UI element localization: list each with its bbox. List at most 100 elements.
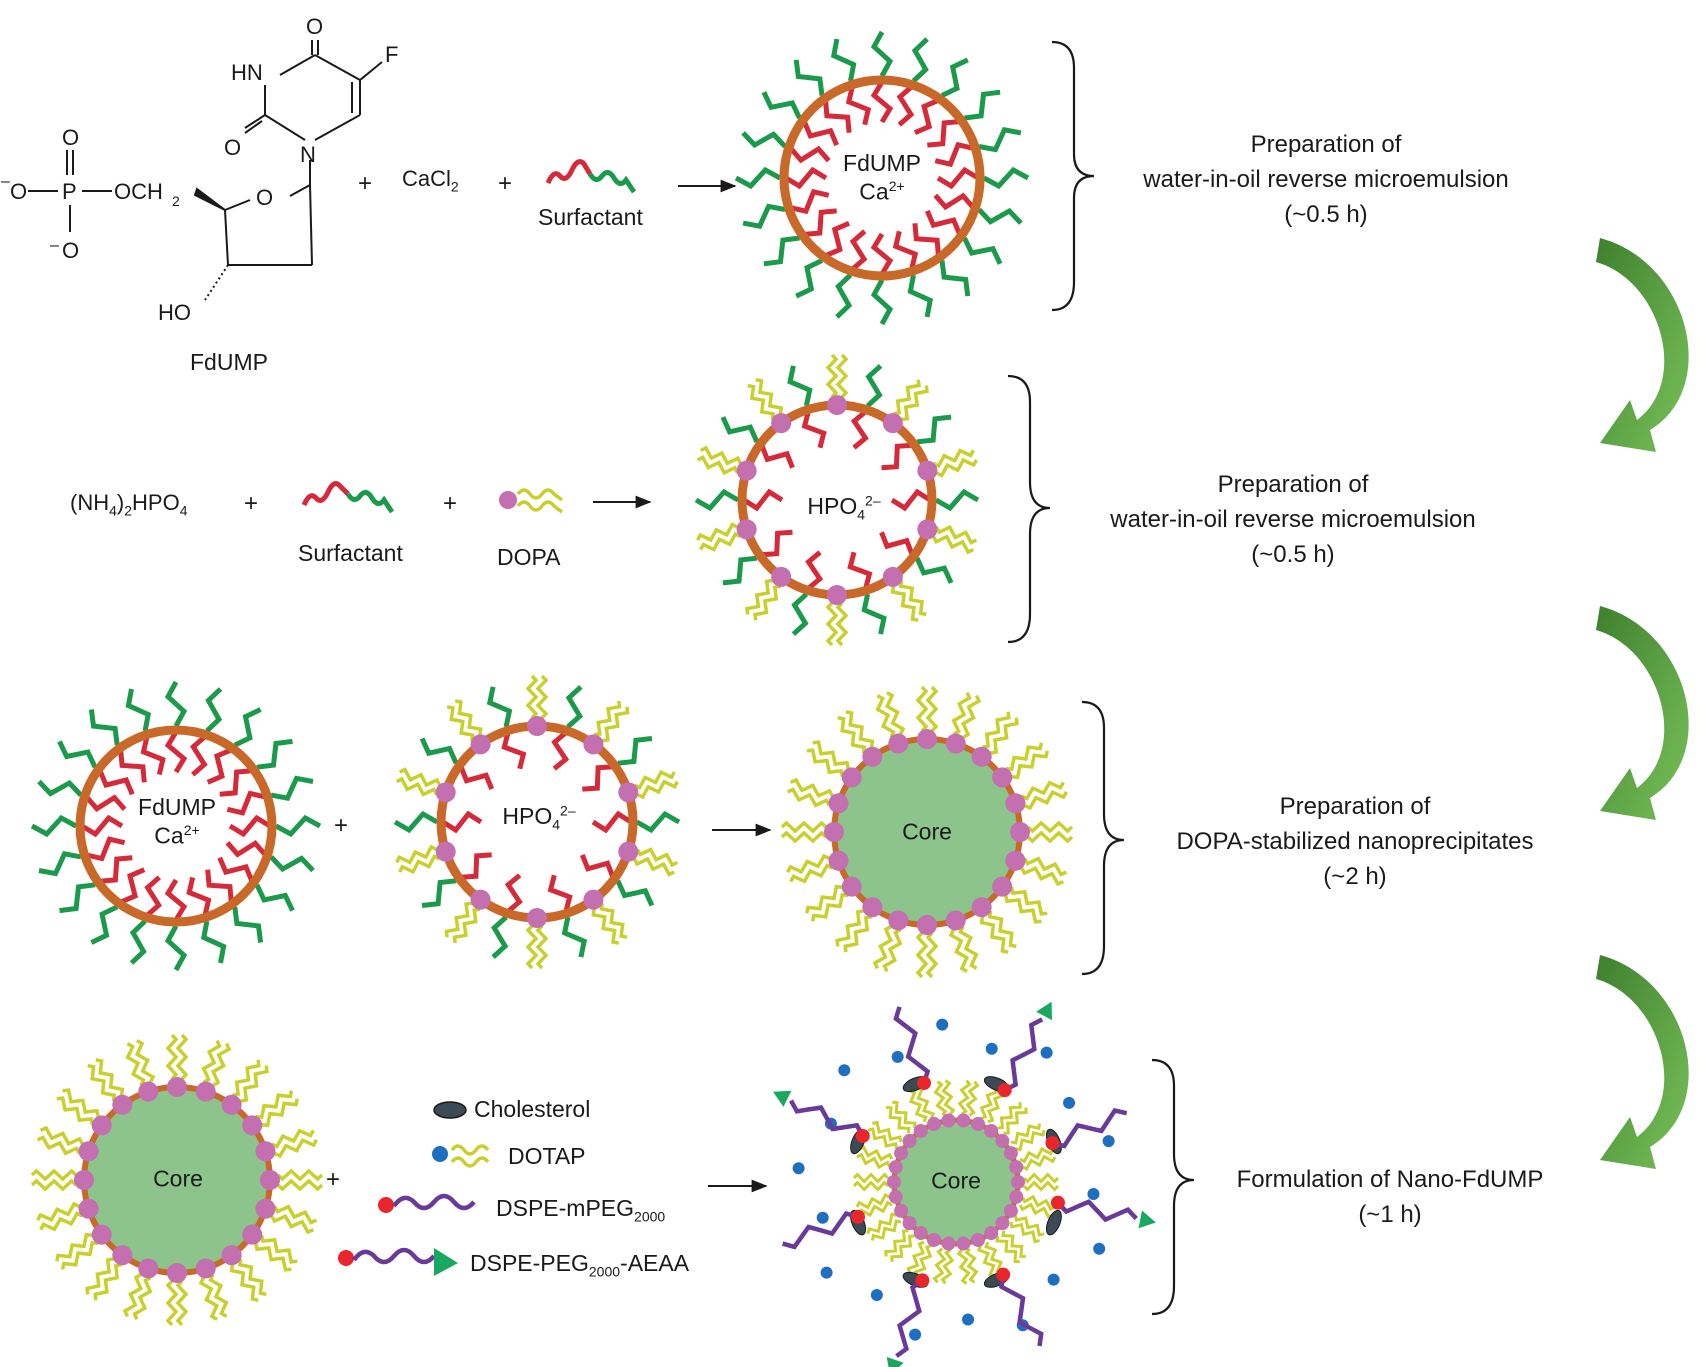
ca-label-row3: Ca2+ [138, 822, 216, 850]
dopa-tail [201, 1039, 222, 1084]
dotap-head [985, 1042, 998, 1055]
aeaa-ligand [773, 1090, 792, 1107]
surfactant-tail-inner [927, 119, 960, 148]
dopa-head [995, 1216, 1010, 1231]
step-2-description: Preparation of water-in-oil reverse micr… [1110, 468, 1475, 572]
dopa-tail [875, 694, 896, 739]
surfactant-tail-outer [964, 89, 1001, 121]
dopa-tail [601, 706, 630, 743]
dopa-tail [270, 1128, 315, 1149]
surfactant-tail-outer [233, 707, 262, 748]
dotap-head [816, 1211, 829, 1224]
hpo-sub-row3: 4 [552, 816, 561, 833]
surfactant-tail-inner [164, 730, 188, 774]
surfactant-tail-outer [962, 236, 1003, 265]
plus-sign: + [326, 1166, 341, 1193]
dopa-head [894, 1203, 909, 1218]
dopa-head [945, 910, 966, 931]
legend-dspe-mpeg-label: DSPE-mPEG2000 [496, 1194, 665, 1226]
surfactant-tail-inner [504, 873, 523, 914]
surfactant-tail-inner [99, 855, 133, 884]
dopa-tail [935, 457, 978, 478]
dopa-tail [85, 1257, 114, 1295]
dopa-tail [915, 931, 929, 979]
dotap-head-icon [432, 1146, 448, 1162]
dopa-tail [1009, 886, 1048, 916]
lipid-tail [976, 1244, 996, 1278]
dotap-head [962, 1313, 975, 1326]
dopa-head [984, 1123, 999, 1138]
dopa-tail [1011, 750, 1049, 780]
dopa-head [618, 841, 639, 862]
dopa-tail [843, 914, 873, 953]
nh4-a: (NH [70, 490, 110, 515]
dopa-tail [599, 902, 628, 939]
surfactant-tail-inner [881, 442, 913, 471]
dopa-head [1003, 1146, 1018, 1161]
step-2-line-2: water-in-oil reverse microemulsion [1110, 505, 1476, 533]
step-2-line-1: Preparation of [1217, 470, 1369, 498]
nh4-c: HPO [132, 490, 180, 515]
dopa-head [824, 822, 844, 842]
dopa-head [618, 782, 639, 803]
dopa-tail [1005, 742, 1044, 772]
surfactant-tail-outer [274, 814, 322, 838]
dopa-head [882, 413, 903, 434]
dopa-tail [893, 379, 921, 416]
dopa-tail [525, 674, 539, 720]
cacl-text: CaCl [402, 166, 451, 191]
surfactant-tail-outer [421, 878, 457, 908]
dopa-tail [810, 892, 849, 922]
dopa-head [435, 841, 456, 862]
lipid-tail [956, 1248, 971, 1285]
surfactant-tail-outer [761, 91, 802, 120]
dopa-tail [884, 691, 906, 736]
dopa-tail [898, 580, 927, 617]
lipid-tail [855, 1192, 891, 1210]
dopa-label: DOPA [497, 544, 561, 570]
atom-ho: HO [158, 300, 191, 325]
step-3-line-1: Preparation of [1279, 792, 1431, 820]
dopa-tail [39, 1125, 85, 1147]
legend-dotap-label: DOTAP [508, 1143, 586, 1169]
lipid-tail [1022, 1172, 1060, 1184]
surfactant-tail-inner [97, 769, 135, 796]
surfactant-tail-inner [805, 550, 824, 591]
surfactant-tail-outer [38, 850, 82, 877]
surfactant-tail-outer [916, 414, 952, 445]
dotap-head [1093, 1242, 1106, 1255]
minus-left: – [1, 173, 10, 190]
dopa-head [91, 1224, 112, 1245]
dspe-head [1050, 1195, 1065, 1210]
lipid-tail [997, 1102, 1022, 1130]
surfactant-tail-outer [734, 166, 782, 190]
dopa-head [138, 1258, 159, 1279]
dopa-head [167, 1263, 187, 1283]
surfactant-tail-inner [933, 192, 976, 211]
dopa-tail [122, 1272, 144, 1318]
atom-p: P [62, 179, 77, 204]
surfactant-tail-inner [790, 188, 830, 215]
reverse-micelle-fdump-row1 [734, 30, 1030, 326]
dopa-head [242, 1115, 263, 1136]
atom-o-top: O [306, 14, 323, 39]
cacl-sub: 2 [450, 178, 459, 195]
dopa-tail [87, 1063, 117, 1102]
surfactant-tail-inner [441, 810, 483, 834]
dopa-tail [931, 534, 975, 555]
dopa-head [913, 1226, 928, 1241]
lipid-tail [890, 1234, 915, 1262]
legend-dspe-peg-aeaa-label: DSPE-PEG2000-AEAA [470, 1249, 689, 1281]
step-1-description: Preparation of water-in-oil reverse micr… [1143, 128, 1508, 232]
mpeg-text: DSPE-mPEG [496, 1195, 635, 1221]
lipid-tail [1019, 1146, 1055, 1164]
lipid-tail [965, 1080, 980, 1117]
surfactant-tail-outer [205, 687, 223, 733]
dopa-tail [789, 777, 835, 799]
nano-fdump-particle [773, 1001, 1156, 1367]
lipid-tail [856, 1152, 891, 1170]
dspe-head [851, 1209, 866, 1224]
surfactant-tail-inner [823, 100, 852, 133]
dopa-head [255, 1198, 276, 1219]
dopa-tail [1023, 856, 1068, 877]
